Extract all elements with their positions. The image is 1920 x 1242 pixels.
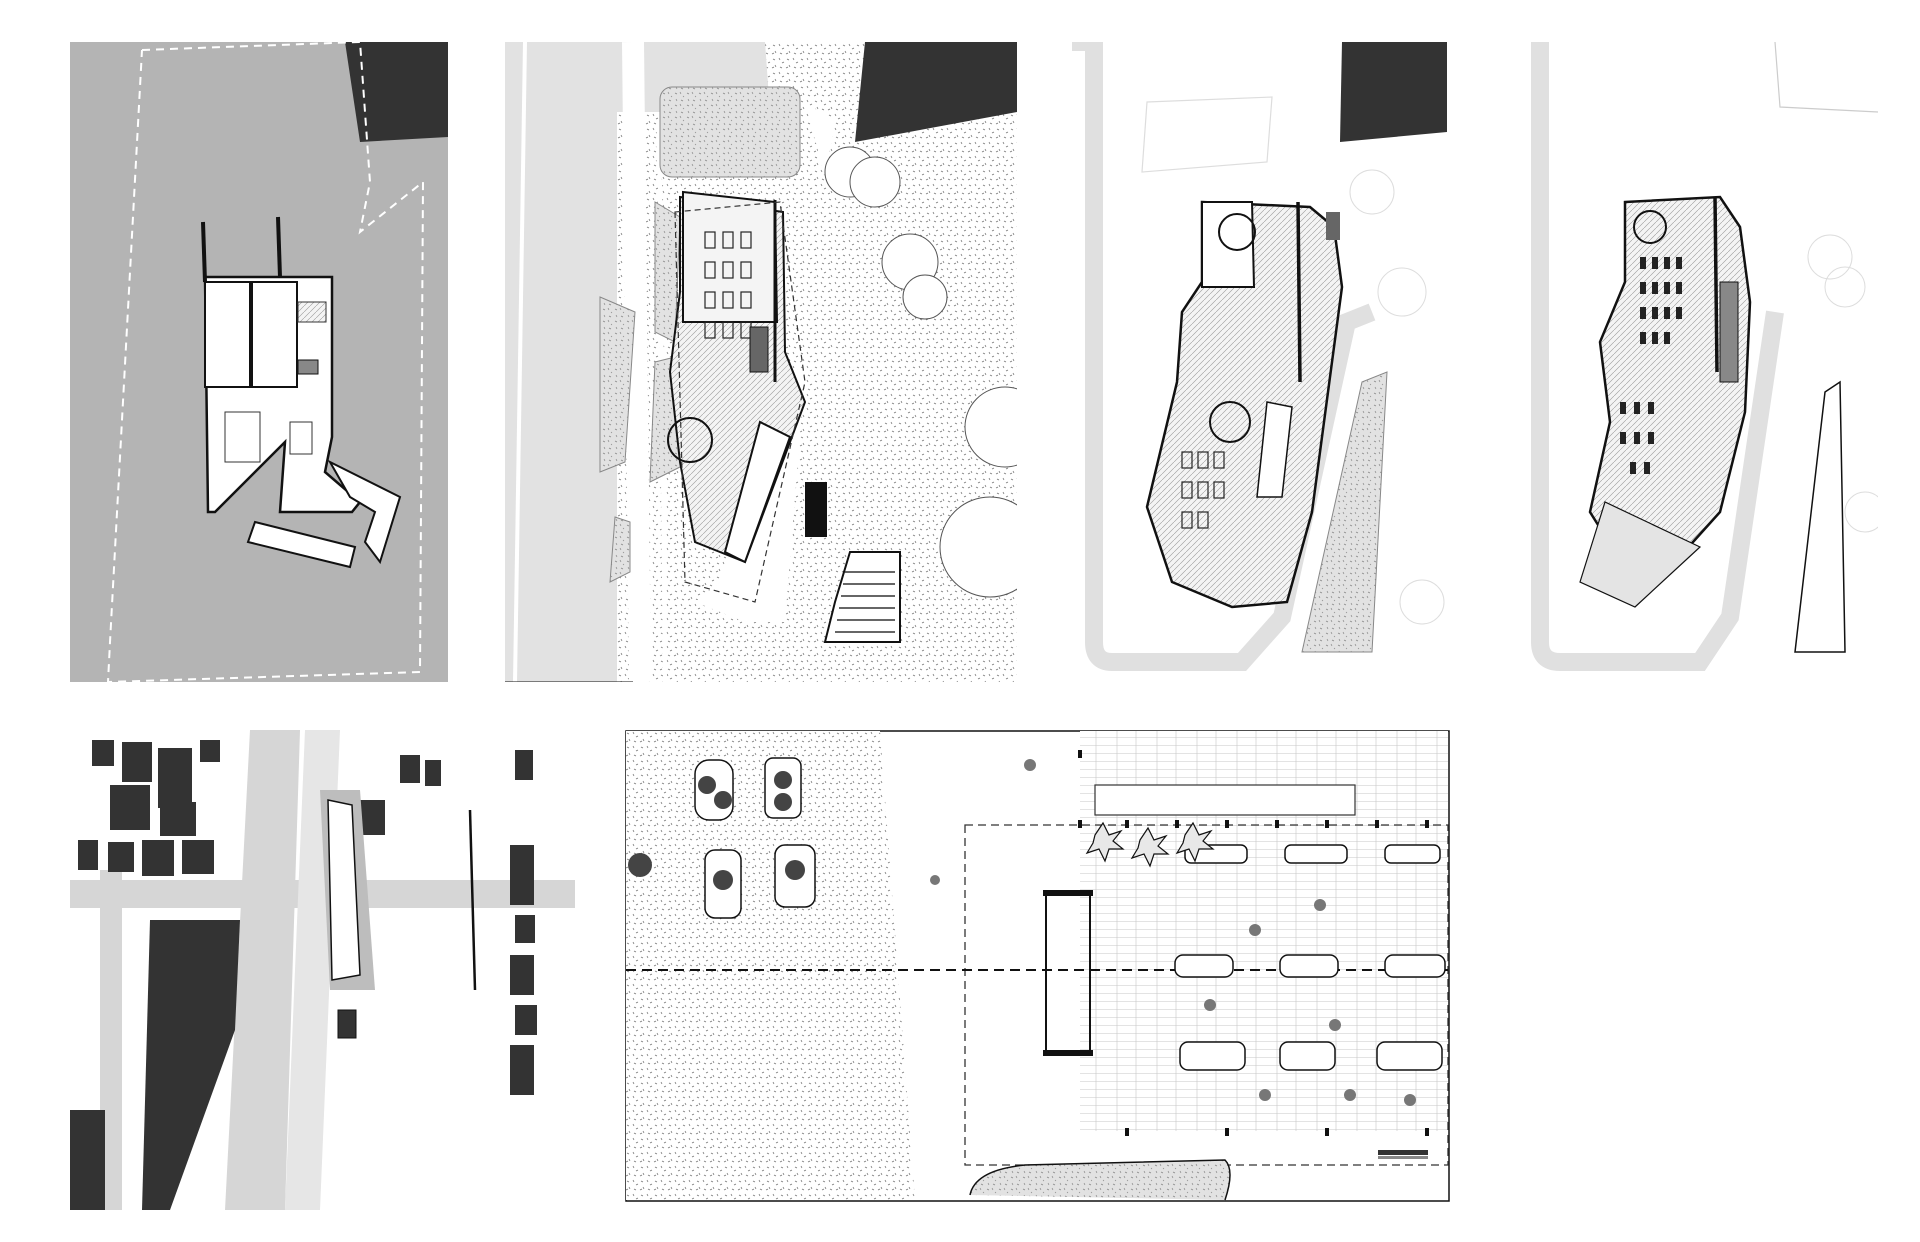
planting-strip [1301,371,1388,653]
canopy-outline [964,824,1449,1166]
detail-plan-panel [625,730,1450,1210]
building-footprint [201,216,402,569]
neighbour-building [1340,42,1447,142]
theatre-block [805,482,901,643]
urban-context-map [70,730,575,1210]
site-level-plan [505,42,1017,682]
second-floor-plan [1500,42,1878,682]
curved-planter [969,1159,1231,1201]
scale-bar [1378,1150,1428,1159]
road [622,42,651,682]
ground-floor-plan-panel [70,42,448,682]
detail-plan [625,730,1450,1202]
planted-ground [626,731,915,1200]
building-footprint [1145,200,1344,609]
building-footprint [1579,195,1752,608]
entrance-frame [1043,890,1093,1056]
second-floor-plan-panel [1500,42,1878,682]
palm-plants [1085,821,1215,868]
road-edge [1072,42,1376,671]
people-figures [930,759,1416,1106]
planting-bed [659,86,801,178]
first-floor-plan-panel [1072,42,1447,682]
trees [824,146,1017,598]
road-edge [1531,42,1784,671]
ground-floor-plan [70,42,448,682]
planters [628,757,816,919]
neighbour-building [345,42,448,142]
neighbour-building [855,42,1017,142]
building-footprint [667,190,807,564]
site-boundary [106,42,425,682]
site-level-plan-panel [505,42,1017,682]
deck-posts [1078,750,1429,1136]
urban-context-map-panel [70,730,575,1210]
counter [1094,784,1356,816]
first-floor-plan [1072,42,1447,682]
city-blocks [70,740,537,1210]
market-tables [1174,844,1446,1071]
project-building [327,799,361,981]
